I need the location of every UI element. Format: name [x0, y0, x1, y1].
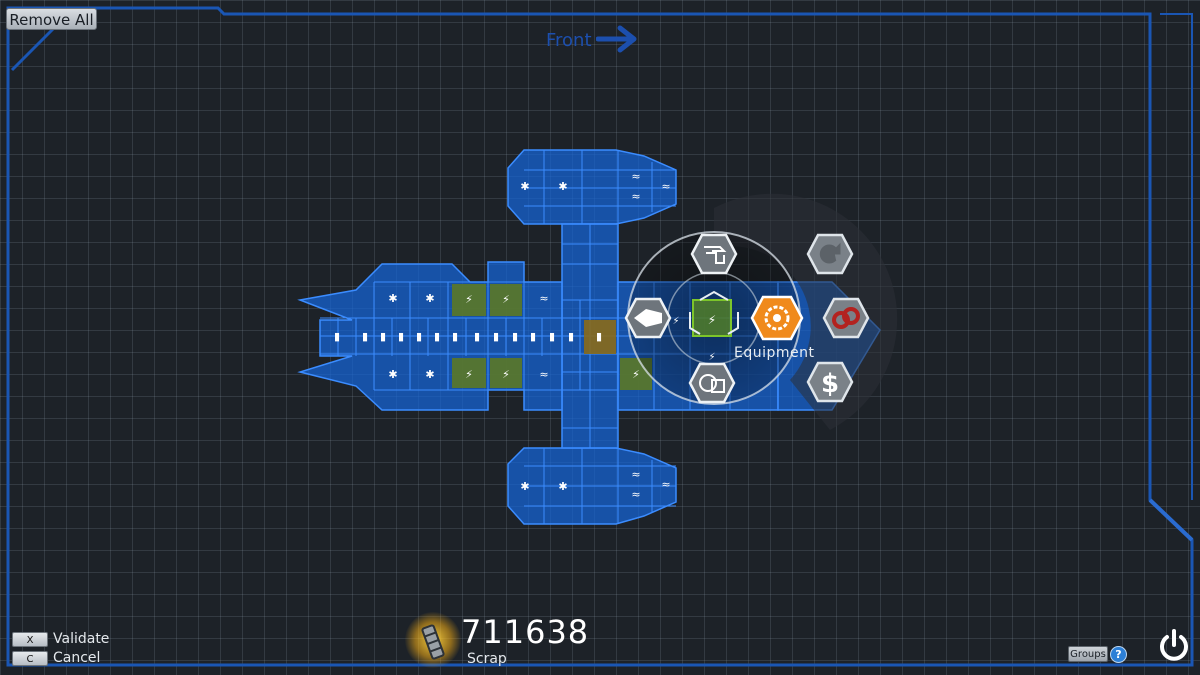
svg-text:▮: ▮: [530, 330, 536, 343]
svg-text:⚡: ⚡: [708, 352, 715, 363]
svg-text:▮: ▮: [416, 330, 422, 343]
svg-text:⚡: ⚡: [708, 313, 716, 327]
power-icon[interactable]: [1157, 628, 1191, 662]
remove-all-button[interactable]: Remove All: [6, 8, 97, 30]
svg-text:$: $: [821, 369, 839, 399]
svg-text:✱: ✱: [425, 368, 434, 381]
svg-text:▮: ▮: [568, 330, 574, 343]
svg-text:✱: ✱: [425, 292, 434, 305]
svg-text:▮: ▮: [380, 330, 386, 343]
svg-text:▮: ▮: [452, 330, 458, 343]
svg-text:✱: ✱: [388, 368, 397, 381]
svg-text:▮: ▮: [334, 330, 340, 343]
svg-text:✱: ✱: [558, 180, 567, 193]
validate-label: Validate: [53, 631, 110, 647]
svg-text:⚡: ⚡: [502, 368, 510, 381]
svg-text:▮: ▮: [493, 330, 499, 343]
svg-text:▮: ▮: [434, 330, 440, 343]
front-direction-label: Front: [546, 30, 592, 51]
svg-text:✱: ✱: [388, 292, 397, 305]
help-button[interactable]: ?: [1110, 646, 1127, 663]
groups-button[interactable]: Groups: [1068, 646, 1108, 662]
gear-equipment-icon[interactable]: [750, 295, 804, 341]
svg-text:⚡: ⚡: [465, 368, 473, 381]
svg-text:≈: ≈: [631, 488, 640, 501]
validate-key[interactable]: X: [12, 631, 48, 647]
svg-text:≈: ≈: [661, 180, 670, 193]
svg-text:⚡: ⚡: [632, 368, 640, 381]
thruster-icon[interactable]: [688, 362, 736, 404]
undo-icon[interactable]: [806, 233, 854, 275]
svg-text:≈: ≈: [661, 478, 670, 491]
svg-text:⚡: ⚡: [502, 293, 510, 306]
dollar-icon[interactable]: $: [806, 361, 854, 403]
svg-text:≈: ≈: [539, 292, 548, 305]
radial-active-label: Equipment: [734, 345, 815, 361]
svg-text:✱: ✱: [520, 480, 529, 493]
cancel-label: Cancel: [53, 650, 101, 666]
svg-text:≈: ≈: [631, 468, 640, 481]
svg-text:⚡: ⚡: [672, 316, 679, 327]
svg-text:▮: ▮: [512, 330, 518, 343]
arrow-right-icon: [596, 25, 637, 53]
svg-text:▮: ▮: [549, 330, 555, 343]
weapon-parts-icon[interactable]: [690, 233, 738, 275]
svg-text:≈: ≈: [539, 368, 548, 381]
validate-control[interactable]: X Validate: [12, 631, 109, 647]
svg-text:▮: ▮: [362, 330, 368, 343]
cancel-control[interactable]: C Cancel: [12, 650, 100, 666]
chain-link-icon[interactable]: [822, 297, 870, 339]
svg-text:≈: ≈: [631, 190, 640, 203]
cancel-key[interactable]: C: [12, 650, 48, 666]
cockpit-parts-icon[interactable]: [624, 297, 672, 339]
svg-text:✱: ✱: [558, 480, 567, 493]
svg-text:⚡: ⚡: [465, 293, 473, 306]
scrap-label: Scrap: [467, 651, 507, 667]
svg-text:✱: ✱: [520, 180, 529, 193]
svg-text:▮: ▮: [596, 330, 602, 343]
svg-text:≈: ≈: [631, 170, 640, 183]
scrap-value: 711638: [461, 613, 590, 651]
svg-text:▮: ▮: [398, 330, 404, 343]
scrap-icon: [421, 624, 445, 660]
svg-text:▮: ▮: [474, 330, 480, 343]
